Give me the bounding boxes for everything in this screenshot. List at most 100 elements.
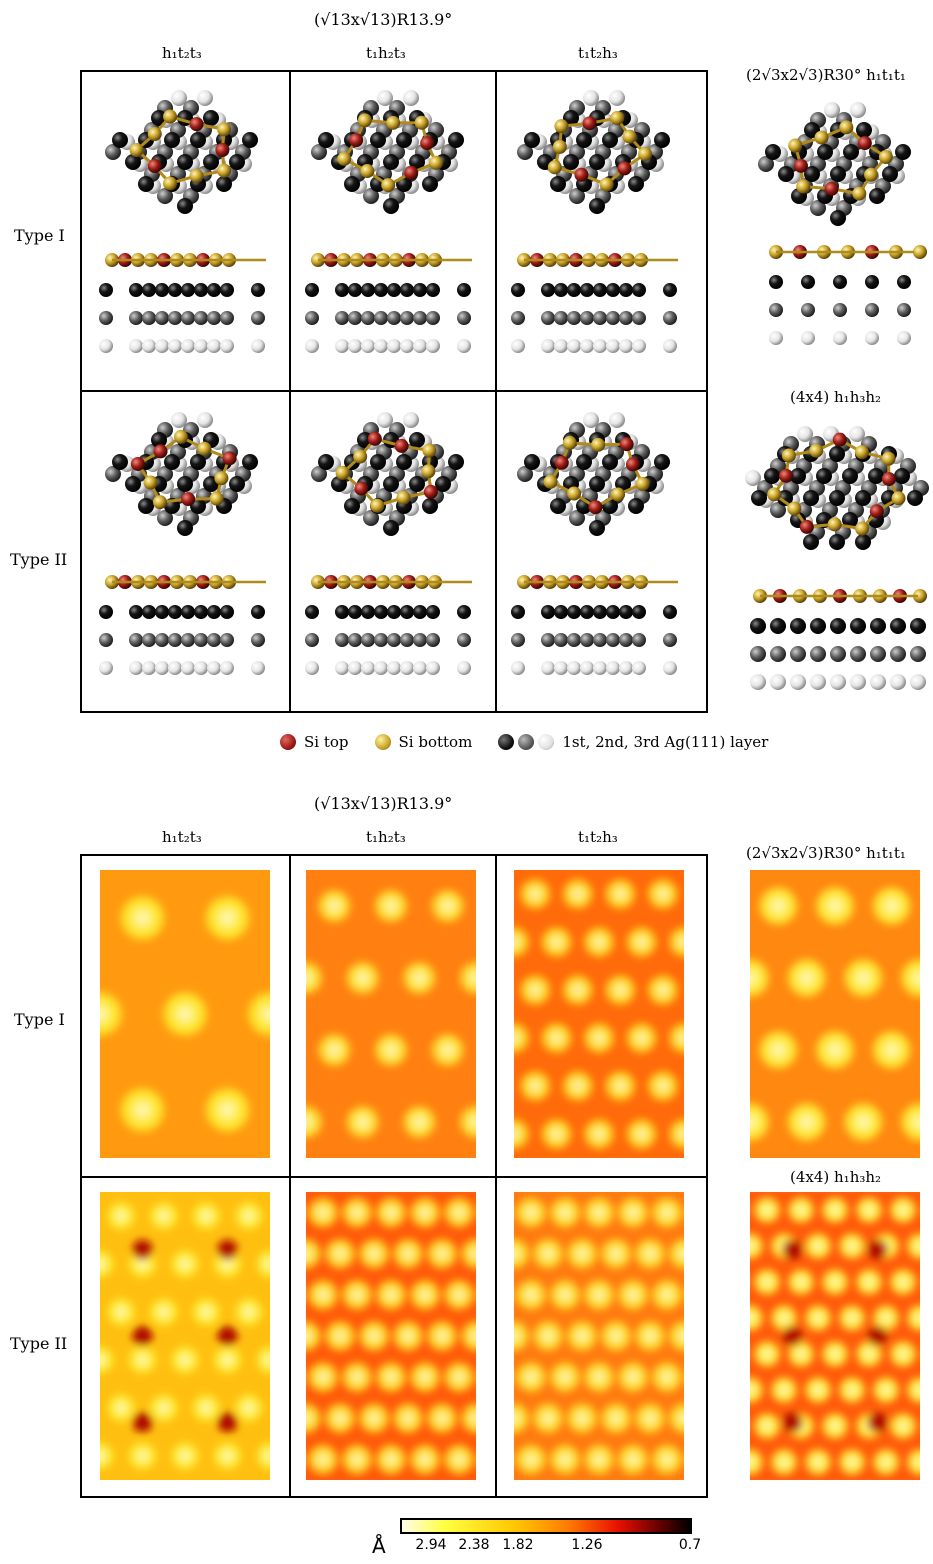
ag-atom — [803, 490, 819, 506]
ag-side-atom — [606, 605, 620, 619]
bottom-col-label-1: h₁t₂t₃ — [162, 828, 202, 846]
height-bump — [234, 1202, 263, 1230]
height-bump — [759, 1031, 798, 1069]
height-bump — [149, 1298, 178, 1326]
ag-side-atom — [220, 661, 234, 675]
ag-atom — [589, 154, 605, 170]
si-atom — [554, 119, 569, 134]
si-atom — [543, 474, 558, 489]
structure-type2-h1t2t3 — [99, 412, 266, 675]
si-atom — [814, 130, 829, 145]
ag-side-atom — [129, 661, 143, 675]
si-atom — [354, 481, 369, 496]
height-bump — [605, 879, 636, 909]
height-bump — [541, 927, 572, 957]
bottom-col-label-3: t₁t₂h₃ — [578, 828, 618, 846]
height-bump — [514, 927, 529, 957]
ag-side-atom — [790, 646, 806, 662]
height-bump — [342, 1362, 372, 1393]
ag-atom — [868, 468, 884, 484]
ag-side-atom — [194, 661, 208, 675]
ag-side-atom — [554, 661, 568, 675]
ag-atom — [654, 132, 670, 148]
ag-atom — [517, 466, 533, 482]
height-bump — [754, 1341, 780, 1367]
ag-side-atom — [155, 661, 169, 675]
si-top-swatch — [280, 734, 296, 750]
ag-side-atom — [305, 283, 319, 297]
ag-side-atom — [251, 661, 265, 675]
si-atom — [429, 155, 444, 170]
ag-atom — [869, 188, 885, 204]
ag-side-atom — [426, 339, 440, 353]
ag-side-atom — [663, 339, 677, 353]
ag-atom — [105, 466, 121, 482]
ag-side-atom — [833, 303, 847, 317]
ag-side-atom — [387, 339, 401, 353]
ag-atom — [589, 520, 605, 536]
ag-side-atom — [361, 339, 375, 353]
height-bump — [234, 1298, 263, 1326]
ag-side-atom — [511, 661, 525, 675]
ag-side-atom — [619, 633, 633, 647]
height-bump — [375, 890, 407, 922]
height-bump — [533, 1238, 563, 1269]
ag-side-atom — [663, 605, 677, 619]
si-atom — [567, 486, 582, 501]
bottom-row-label-2: Type II — [10, 1334, 68, 1353]
ag-side-atom — [606, 633, 620, 647]
ag-side-atom — [181, 283, 195, 297]
ag-atom — [177, 520, 193, 536]
ag-atom — [882, 166, 898, 182]
ag-atom — [745, 470, 761, 486]
height-bump — [805, 1377, 831, 1403]
si-atom — [386, 115, 401, 130]
ag-side-atom — [335, 283, 349, 297]
ag-atom — [842, 468, 858, 484]
ag-atom — [589, 198, 605, 214]
ag-side-atom — [335, 661, 349, 675]
ag-side-atom — [593, 605, 607, 619]
structure-type2-t1t2h3 — [511, 412, 678, 675]
height-bump — [346, 962, 379, 994]
si-atom — [414, 115, 429, 130]
ag-atom — [203, 110, 219, 126]
top-side-label-1: (2√3x2√3)R30° h₁t₁t₁ — [746, 66, 906, 84]
ag-side-atom — [890, 618, 906, 634]
height-bump — [410, 1362, 440, 1393]
ag-atom — [654, 454, 670, 470]
height-bump — [410, 1279, 440, 1310]
ag-side-atom — [129, 311, 143, 325]
si-atom — [599, 177, 614, 192]
ag-atom — [550, 498, 566, 514]
ag-atom — [563, 110, 579, 126]
ag-atom — [151, 432, 167, 448]
si-atom — [611, 487, 626, 502]
ag-atom — [422, 176, 438, 192]
height-bump — [393, 1321, 423, 1351]
height-bump — [562, 975, 593, 1005]
ag-side-atom — [387, 605, 401, 619]
height-bump — [213, 1346, 242, 1374]
height-bump — [839, 1377, 865, 1403]
ag-side-atom — [194, 339, 208, 353]
ag-side-atom — [348, 311, 362, 325]
ag-side-atom — [632, 283, 646, 297]
height-bump — [516, 1197, 546, 1228]
ag-side-atom — [890, 646, 906, 662]
si-atom — [793, 158, 808, 173]
height-bump — [107, 1394, 136, 1422]
ag-atom — [383, 520, 399, 536]
height-bump — [873, 1377, 899, 1403]
ag-atom — [830, 210, 846, 226]
ag-atom — [318, 132, 334, 148]
ag-side-atom — [593, 661, 607, 675]
height-bump — [618, 1279, 648, 1310]
top-col-label-1: h₁t₂t₃ — [162, 44, 202, 62]
height-bump — [652, 1197, 682, 1228]
height-pit — [867, 1326, 888, 1346]
height-bump — [444, 1197, 474, 1228]
structure-type1-h1t2t3 — [99, 90, 266, 353]
height-bump — [393, 1238, 423, 1269]
ag-side-atom — [374, 283, 388, 297]
